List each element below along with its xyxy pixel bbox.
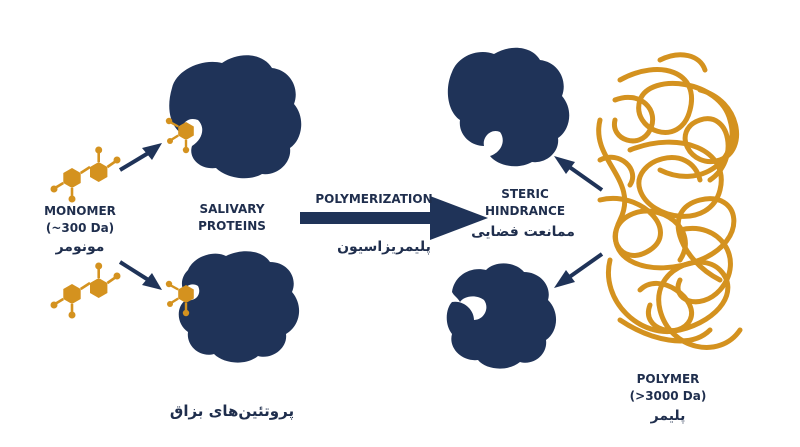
salivary-protein-top <box>169 55 302 179</box>
monomer-label-fa: مونومر <box>55 239 105 255</box>
salivary-label-line2: PROTEINS <box>198 219 266 233</box>
arrow-to-protein-top <box>118 143 162 172</box>
arrow-to-protein-bottom <box>118 260 162 290</box>
polymerization-label-fa: پلیمریزاسیون <box>337 239 431 255</box>
monomer-label-line2: (~300 Da) <box>46 221 114 235</box>
polymer-label-line1: POLYMER <box>637 372 700 386</box>
steric-label-line2: HINDRANCE <box>485 204 565 218</box>
hindrance-arrow-bottom <box>554 252 604 288</box>
polymerization-arrow <box>300 196 488 240</box>
steric-label-line1: STERIC <box>501 187 549 201</box>
salivary-label-line1: SALIVARY <box>199 202 264 216</box>
polymer-tangle <box>596 52 743 350</box>
hindered-protein-bottom <box>446 263 557 369</box>
monomer-molecule-top <box>49 145 122 204</box>
salivary-protein-bottom <box>178 251 300 363</box>
polymer-label-line2: (>3000 Da) <box>630 389 707 403</box>
monomer-label-line1: MONOMER <box>44 204 116 218</box>
steric-label-fa: ممانعت فضایی <box>471 224 575 240</box>
hindrance-arrow-top <box>554 156 604 192</box>
polymerization-label: POLYMERIZATION <box>315 192 432 206</box>
monomer-molecule-bottom <box>49 261 122 320</box>
salivary-label-fa: پروتئین‌های بزاق <box>170 402 294 421</box>
hindered-protein-top <box>447 47 570 167</box>
polymer-label-fa: پلیمر <box>650 408 686 424</box>
